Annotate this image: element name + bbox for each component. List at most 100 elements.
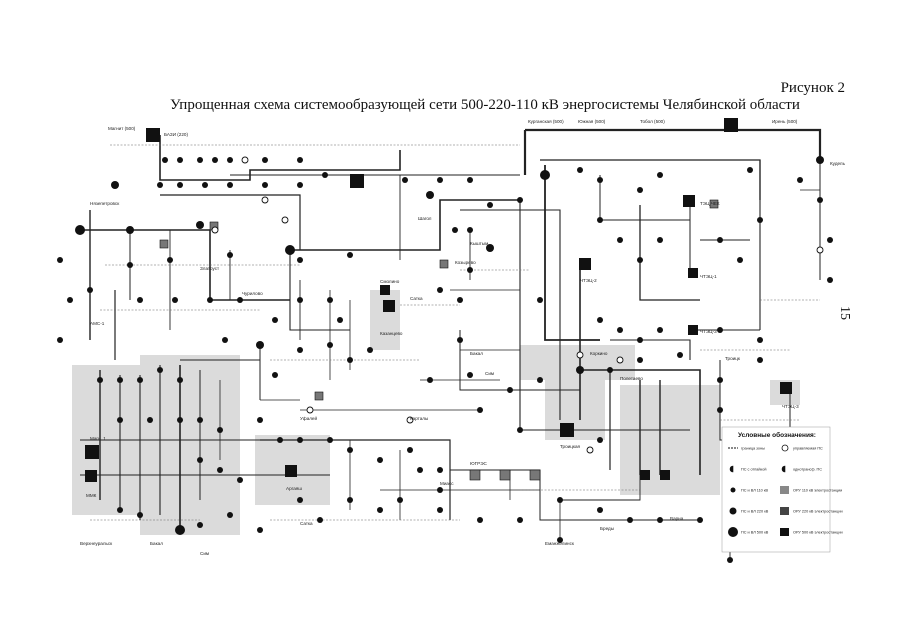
svg-text:ЧТЭЦ-3: ЧТЭЦ-3 [700, 329, 717, 334]
substation-node [367, 347, 373, 353]
substation-node [827, 237, 833, 243]
substation-node [467, 177, 473, 183]
substation-node [117, 417, 123, 423]
substation-node [162, 157, 168, 163]
svg-text:Ирень (500): Ирень (500) [772, 119, 798, 124]
substation-node-open [281, 216, 289, 224]
plant-node-grey [469, 469, 481, 481]
svg-text:Бакал: Бакал [150, 541, 163, 546]
substation-node [196, 221, 204, 229]
substation-node [277, 437, 283, 443]
plant-node [683, 195, 695, 207]
substation-node [597, 217, 603, 223]
substation-node [297, 497, 303, 503]
substation-node [177, 417, 183, 423]
substation-node [175, 525, 185, 535]
svg-text:Тобол (500): Тобол (500) [640, 119, 665, 124]
svg-text:Полетаево: Полетаево [620, 376, 643, 381]
legend-item-label: однотрансф. ПС [793, 468, 822, 472]
legend-symbol [730, 487, 736, 493]
substation-node-open [816, 246, 824, 254]
svg-text:Кыштым: Кыштым [470, 241, 488, 246]
svg-text:Козырево: Козырево [455, 260, 476, 265]
substation-node [737, 257, 743, 263]
substation-node [637, 357, 643, 363]
substation-node [637, 337, 643, 343]
legend-item-label: ПС и ВЛ 110 кВ [741, 489, 769, 493]
substation-node [757, 357, 763, 363]
substation-node [217, 467, 223, 473]
substation-node [257, 527, 263, 533]
substation-node [402, 177, 408, 183]
substation-node [272, 372, 278, 378]
substation-node [147, 417, 153, 423]
legend-item-label: управляемая ПС [793, 447, 823, 451]
plant-node-grey [314, 391, 324, 401]
substation-node [597, 317, 603, 323]
substation-node [827, 277, 833, 283]
substation-node [437, 487, 443, 493]
plant-node [579, 258, 591, 270]
plant-node-grey [709, 199, 719, 209]
plant-node-grey [159, 239, 169, 249]
substation-node [297, 297, 303, 303]
substation-node [407, 447, 413, 453]
substation-node [816, 156, 824, 164]
substation-node [657, 517, 663, 523]
substation-node [272, 317, 278, 323]
legend-item-label: ОРУ 500 кВ электростанции [793, 531, 843, 535]
substation-node [477, 517, 483, 523]
substation-node [347, 447, 353, 453]
substation-node [427, 377, 433, 383]
svg-text:ТЭЦ ЧЕК: ТЭЦ ЧЕК [700, 201, 720, 206]
substation-node-open [306, 406, 314, 414]
substation-node [157, 367, 163, 373]
substation-node [212, 157, 218, 163]
substation-node [222, 337, 228, 343]
substation-node [457, 297, 463, 303]
svg-text:Чурилово: Чурилово [242, 291, 263, 296]
svg-text:Шагол: Шагол [418, 216, 432, 221]
substation-node-open [586, 446, 594, 454]
substation-node [577, 167, 583, 173]
svg-text:ММК: ММК [86, 493, 97, 498]
legend-item-label: ОРУ 220 кВ электростанции [793, 510, 843, 514]
svg-text:Сим: Сим [200, 551, 209, 556]
svg-text:Троицк: Троицк [725, 356, 741, 361]
plant-node [560, 423, 574, 437]
plant-node-grey [439, 259, 449, 269]
substation-node [137, 512, 143, 518]
substation-node [337, 317, 343, 323]
substation-node [237, 477, 243, 483]
substation-node [227, 157, 233, 163]
substation-node [617, 237, 623, 243]
plant-node [660, 470, 670, 480]
substation-node [457, 337, 463, 343]
substation-node [597, 507, 603, 513]
substation-node-open [576, 351, 584, 359]
substation-node [597, 177, 603, 183]
substation-node [637, 187, 643, 193]
substation-node [347, 252, 353, 258]
substation-node [467, 267, 473, 273]
svg-text:ЧТЭЦ-1: ЧТЭЦ-1 [700, 274, 717, 279]
svg-text:Бреды: Бреды [600, 526, 614, 531]
thin-lines [90, 144, 820, 521]
plant-node [85, 470, 97, 482]
substation-node [437, 467, 443, 473]
legend-item-label: ПС и ВЛ 220 кВ [741, 510, 769, 514]
plant-node [380, 285, 390, 295]
substation-node [167, 257, 173, 263]
svg-text:Миасс: Миасс [440, 481, 454, 486]
substation-node [437, 177, 443, 183]
plant-node [640, 470, 650, 480]
legend-symbol [729, 507, 737, 515]
svg-text:Бакал: Бакал [470, 351, 483, 356]
substation-node [297, 157, 303, 163]
substation-node [517, 517, 523, 523]
legend-box [721, 426, 831, 553]
substation-node [297, 437, 303, 443]
substation-node [297, 347, 303, 353]
substation-node-open [616, 356, 624, 364]
